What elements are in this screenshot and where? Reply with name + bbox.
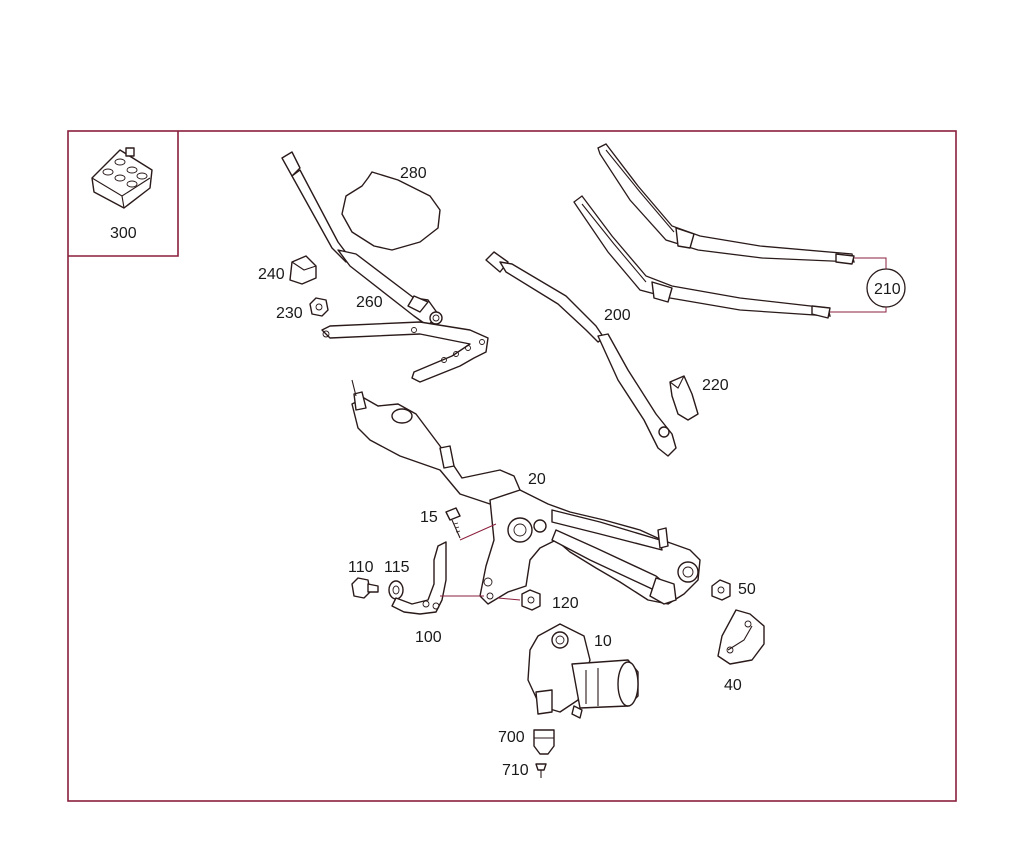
label-700: 700 [498, 729, 525, 746]
leader-120 [497, 597, 521, 601]
part-210-wiper-blade-lower[interactable] [573, 195, 831, 319]
label-50: 50 [738, 581, 756, 598]
part-115-washer[interactable] [388, 580, 404, 600]
label-200: 200 [604, 307, 631, 324]
part-300-connector[interactable] [91, 147, 153, 209]
leader-210-lower [830, 307, 887, 313]
part-120-nut[interactable] [521, 589, 541, 611]
label-210: 210 [874, 281, 901, 298]
leader-15 [459, 523, 497, 541]
label-15: 15 [420, 509, 438, 526]
label-230: 230 [276, 305, 303, 322]
part-210-wiper-blade-upper[interactable] [597, 143, 855, 265]
part-40-cover[interactable] [717, 609, 765, 665]
part-200-wiper-arm-right[interactable] [485, 251, 677, 457]
label-40: 40 [724, 677, 742, 694]
part-280-cover[interactable] [341, 171, 441, 251]
part-10-wiper-motor[interactable] [527, 623, 639, 719]
label-710: 710 [502, 762, 529, 779]
part-15-bolt[interactable] [445, 507, 461, 539]
part-700-connector[interactable] [533, 729, 555, 755]
linkage-rod-upper[interactable] [321, 321, 489, 383]
label-10: 10 [594, 633, 612, 650]
label-240: 240 [258, 266, 285, 283]
label-115: 115 [384, 559, 410, 576]
diagram-frame [67, 130, 957, 802]
part-50-nut[interactable] [711, 579, 731, 601]
label-220: 220 [702, 377, 729, 394]
inset-box-300 [68, 131, 179, 257]
label-260: 260 [356, 294, 383, 311]
part-100-bracket[interactable] [391, 541, 447, 615]
part-710-pin[interactable] [535, 763, 547, 778]
part-20-wiper-linkage[interactable] [351, 379, 701, 605]
part-110-bolt[interactable] [351, 577, 379, 599]
part-220-cap[interactable] [669, 375, 699, 421]
label-100: 100 [415, 629, 442, 646]
part-260-wiper-arm-left[interactable] [281, 151, 443, 327]
label-300: 300 [110, 225, 137, 242]
label-20: 20 [528, 471, 546, 488]
leader-210-upper [854, 257, 887, 269]
label-280: 280 [400, 165, 427, 182]
label-120: 120 [552, 595, 579, 612]
part-240-cap[interactable] [289, 255, 317, 285]
label-110: 110 [348, 559, 374, 576]
part-230-nut[interactable] [309, 297, 329, 317]
